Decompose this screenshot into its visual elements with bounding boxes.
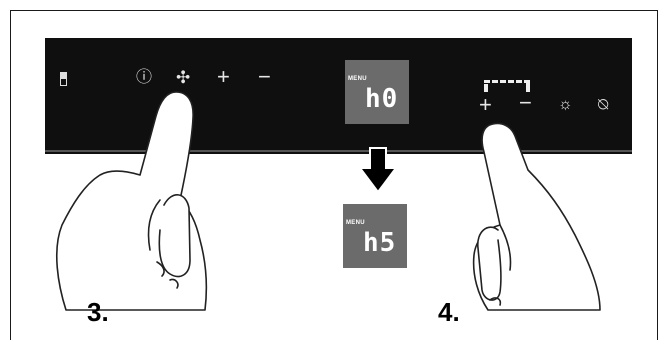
- display-bottom: MENU h5: [343, 204, 407, 268]
- panel-edge: [45, 150, 632, 152]
- power-icon[interactable]: ⓘ: [136, 69, 153, 86]
- display-value: h0: [365, 84, 399, 114]
- plus-button[interactable]: +: [217, 64, 230, 89]
- plus-button-right[interactable]: +: [479, 92, 492, 117]
- right-hand: [472, 122, 601, 311]
- display-value: h5: [363, 228, 397, 258]
- fan-icon[interactable]: ✣: [176, 68, 191, 87]
- zone-indicator: [60, 72, 67, 86]
- minus-button[interactable]: −: [258, 64, 271, 89]
- frame: [10, 10, 658, 340]
- minus-button-right[interactable]: −: [519, 90, 532, 115]
- alarm-off-icon[interactable]: ⍉: [598, 95, 609, 114]
- down-arrow-icon: [358, 147, 398, 194]
- display-top: MENU h0: [345, 60, 409, 124]
- step-4-label: 4.: [438, 297, 460, 327]
- light-icon[interactable]: ☼: [558, 96, 573, 113]
- temperature-bars: [484, 80, 530, 92]
- control-panel: [45, 38, 632, 154]
- step-3-label: 3.: [87, 297, 109, 327]
- display-menu-label: MENU: [348, 76, 367, 82]
- display-menu-label: MENU: [346, 220, 365, 226]
